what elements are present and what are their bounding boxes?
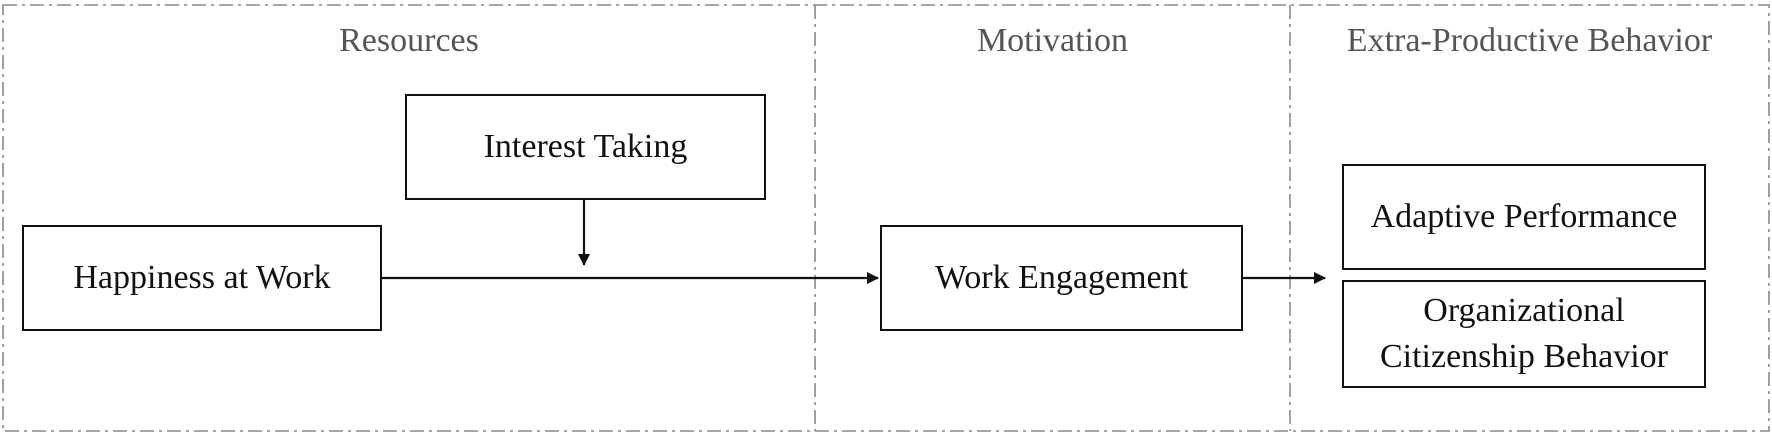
box-ocb-label-line2: Citizenship Behavior — [1379, 338, 1668, 375]
box-happiness-at-work-label: Happiness at Work — [73, 259, 331, 296]
section-title-resources: Resources — [339, 22, 479, 59]
box-adaptive-performance-label: Adaptive Performance — [1370, 198, 1678, 235]
box-ocb-label-line1: Organizational — [1423, 292, 1625, 329]
box-organizational-citizenship-behavior: Organizational Citizenship Behavior — [1342, 280, 1706, 388]
box-work-engagement: Work Engagement — [880, 225, 1243, 331]
box-work-engagement-label: Work Engagement — [934, 259, 1189, 296]
section-title-motivation: Motivation — [976, 22, 1129, 59]
box-interest-taking-label: Interest Taking — [483, 128, 688, 165]
box-adaptive-performance: Adaptive Performance — [1342, 164, 1706, 270]
section-title-extra-productive-behavior: Extra-Productive Behavior — [1346, 22, 1713, 59]
outer-frame — [2, 4, 1770, 432]
box-interest-taking: Interest Taking — [405, 94, 766, 200]
box-happiness-at-work: Happiness at Work — [22, 225, 382, 331]
